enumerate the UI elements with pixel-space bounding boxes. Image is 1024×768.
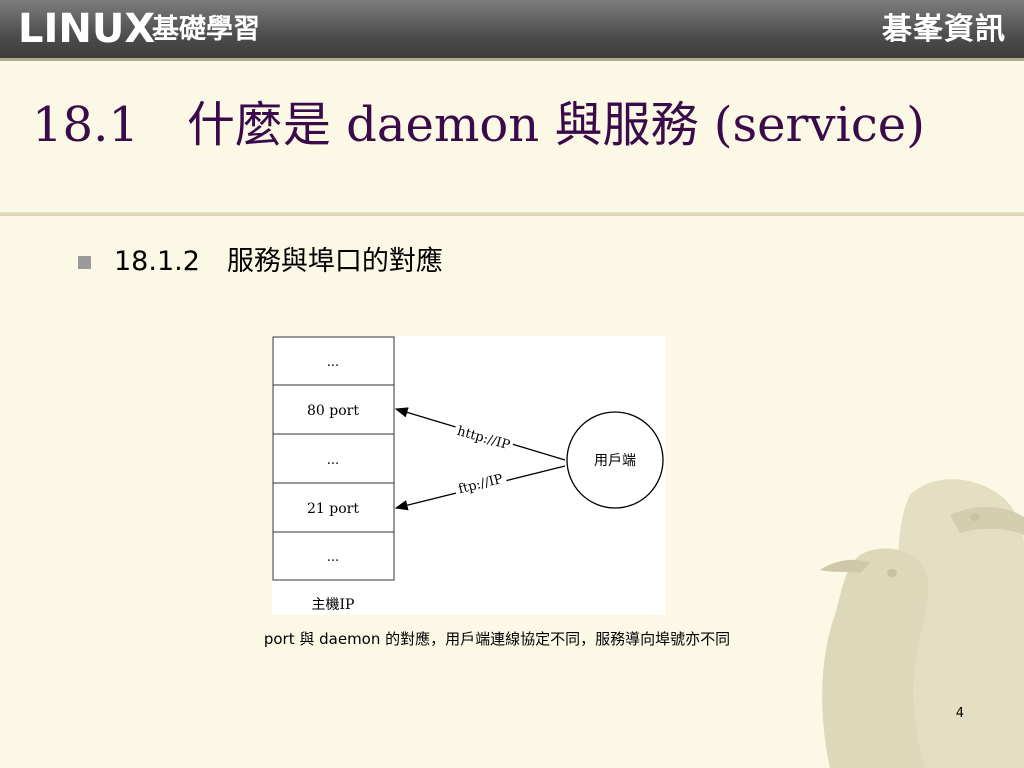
port-label: ...	[327, 453, 339, 468]
page-number: 4	[955, 706, 964, 721]
logo-subtitle: 基礎學習	[152, 14, 260, 45]
bullet-square-icon	[78, 256, 91, 269]
port-cell	[272, 433, 395, 484]
client-label: 用戶端	[594, 453, 636, 469]
port-label: 21 port	[307, 501, 359, 517]
http-arrow-label: http://IP	[455, 424, 511, 453]
diagram-caption: port 與 daemon 的對應，用戶端連線協定不同，服務導向埠號亦不同	[0, 628, 1024, 650]
port-label: 80 port	[307, 403, 359, 419]
header-divider	[0, 58, 1024, 61]
title-divider	[0, 212, 1024, 216]
port-cell	[272, 482, 395, 533]
publisher-logo: 碁峯資訊	[882, 12, 1006, 47]
port-diagram-svg: ... 80 port ... 21 port ... 主機IP http://…	[272, 336, 664, 613]
bullet-heading: 18.1.2 服務與埠口的對應	[114, 246, 443, 277]
port-cell	[272, 336, 395, 386]
port-label: ...	[327, 550, 339, 565]
penguin-watermark-icon	[820, 479, 1024, 768]
port-label: ...	[327, 355, 339, 370]
slide-title: 18.1 什麼是 daemon 與服務 (service)	[32, 97, 925, 153]
port-cell	[272, 531, 395, 581]
port-column: ... 80 port ... 21 port ... 主機IP	[272, 336, 395, 613]
port-cell	[272, 384, 395, 435]
client-node	[566, 411, 664, 509]
caption-text: port 與 daemon 的對應，用戶端連線協定不同，服務導向埠號亦不同	[263, 630, 731, 648]
host-ip-label: 主機IP	[312, 597, 355, 613]
logo-linux: LINUX	[18, 6, 156, 52]
port-diagram: ... 80 port ... 21 port ... 主機IP http://…	[272, 336, 665, 615]
header-bar: LINUX 基礎學習 碁峯資訊	[0, 0, 1024, 58]
